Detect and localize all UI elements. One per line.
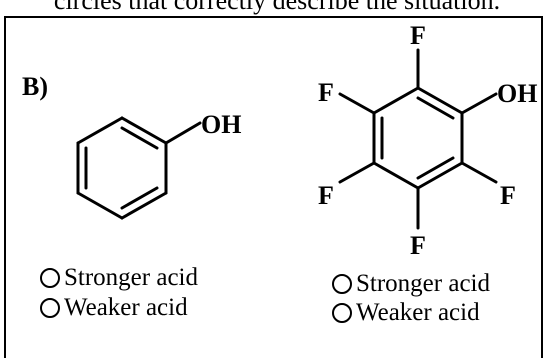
phenol-structure: OH (76, 110, 241, 220)
phenol-bond (120, 191, 168, 220)
instructions-text: circles that correctly describe the situ… (53, 0, 501, 15)
pfp-bond (416, 86, 464, 115)
option-label: Stronger acid (64, 264, 198, 291)
left-weaker-acid-option[interactable]: Weaker acid (40, 294, 188, 322)
pfp-oh-bond (460, 92, 498, 115)
pfp-bond (372, 161, 420, 190)
right-weaker-acid-option[interactable]: Weaker acid (332, 299, 480, 327)
pfp-f-bond-upper-left (338, 92, 376, 115)
right-stronger-acid-option[interactable]: Stronger acid (332, 270, 490, 298)
pfp-f-label-top: F (410, 21, 426, 50)
pfp-f-label-lower-right: F (500, 181, 516, 210)
pfp-f-label-lower-left: F (318, 181, 334, 210)
pfp-f-label-bottom: F (410, 231, 426, 260)
radio-circle[interactable] (40, 268, 60, 288)
pfp-oh-label: OH (497, 79, 537, 108)
option-label: Weaker acid (64, 294, 188, 321)
phenol-bond (76, 116, 124, 145)
phenol-oh-label: OH (201, 110, 241, 139)
phenol-double-bond (120, 186, 159, 210)
radio-circle[interactable] (332, 274, 352, 294)
radio-circle[interactable] (40, 298, 60, 318)
pfp-f-label-upper-left: F (318, 78, 334, 107)
option-label: Weaker acid (356, 299, 480, 326)
part-label: B) (22, 72, 48, 101)
pfp-bond (372, 86, 420, 115)
phenol-oh-bond (164, 121, 202, 145)
phenol-double-bond (120, 126, 159, 150)
left-stronger-acid-option[interactable]: Stronger acid (40, 264, 198, 292)
pfp-bond (416, 161, 464, 190)
pentafluorophenol-structure: F F F F F OH (318, 21, 537, 260)
pfp-f-bond-lower-left (338, 161, 376, 184)
phenol-bond (120, 116, 168, 145)
pfp-f-bond-lower-right (460, 161, 498, 184)
phenol-bond (76, 191, 124, 220)
pfp-double-bond (416, 156, 455, 180)
option-label: Stronger acid (356, 270, 490, 297)
radio-circle[interactable] (332, 303, 352, 323)
question-box (4, 16, 543, 358)
pfp-double-bond (416, 96, 455, 120)
